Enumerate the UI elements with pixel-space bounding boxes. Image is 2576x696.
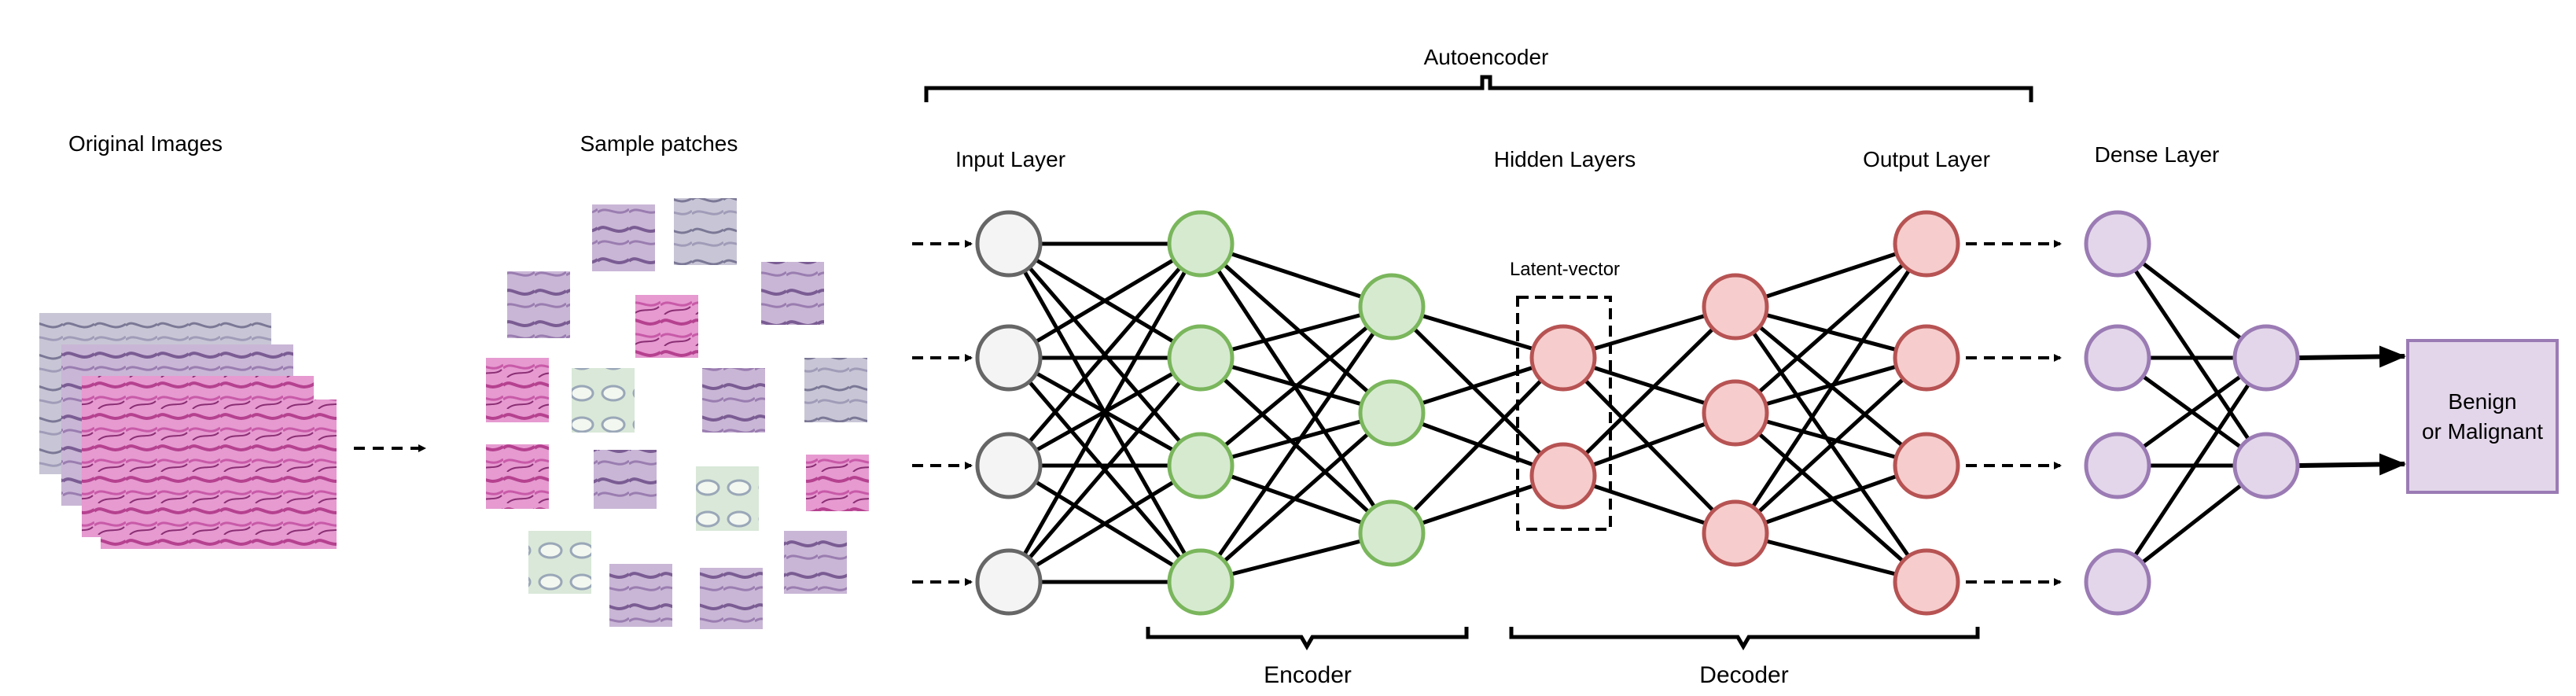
neuron-icon [1167,210,1235,278]
tissue-patch-icon [696,466,759,531]
neuron-icon [2084,548,2151,616]
decoder-brace [1509,627,1980,650]
tissue-patch-icon [572,368,635,433]
neuron-icon [1893,432,1960,499]
tissue-patch-icon [804,358,867,422]
connection-line [1007,242,1202,467]
tissue-image-icon [39,313,337,549]
connection-line [1007,356,1202,584]
hidden-layers-label: Hidden Layers [1494,147,1636,171]
connection-line [2115,356,2269,584]
neuron-icon [2232,432,2300,499]
connection-line [1562,305,1737,477]
tissue-patch-icon [635,295,698,358]
result-arrow [2298,345,2406,368]
connection-line [1007,463,1202,584]
autoencoder-brace [924,75,2033,102]
tissue-patch-icon [806,455,869,511]
tissue-patch-icon [507,271,570,338]
neuron-icon [1167,324,1235,392]
original-images-label: Original Images [68,131,223,156]
network-nodes [975,210,2300,616]
connection-line [1734,242,1928,414]
autoencoder-label: Autoencoder [1424,45,1549,69]
connection-line [2115,242,2269,467]
connection-line [1199,411,1393,584]
connection-line [1735,241,1927,309]
connection-line [1735,463,1927,536]
dashed-input-output-arrows [912,240,2406,586]
encoder-label: Encoder [1264,662,1352,688]
encoder-brace [1146,627,1469,650]
connection-line [1007,241,1202,360]
neuron-icon [1893,548,1960,616]
tissue-patch-icon [674,198,737,265]
neuron-icon [1358,379,1426,447]
connection-line [1199,305,1393,467]
neuron-icon [975,432,1043,499]
result-arrow [2298,453,2406,476]
neuron-icon [1702,273,1769,341]
neuron-icon [1893,210,1960,278]
sample-patches-cluster [486,198,869,629]
tissue-patch-icon [528,531,591,594]
neuron-icon [975,324,1043,392]
neuron-icon [1167,548,1235,616]
latent-vector-box [1516,296,1612,531]
network-connections [1006,241,2269,584]
classification-result-box [2406,339,2559,494]
connection-line [1200,241,1393,309]
connection-line [1733,242,1929,535]
connection-line [1390,356,1565,535]
dense-layer-label: Dense Layer [2095,142,2220,167]
result-label-line2: or Malignant [2422,419,2543,444]
neuron-icon [1529,324,1597,392]
neuron-icon [2084,432,2151,499]
connection-line [1198,305,1394,584]
latent-vector-label: Latent-vector [1510,259,1620,280]
tissue-patch-icon [700,568,763,629]
input-layer-label: Input Layer [955,147,1065,171]
neuron-icon [2084,210,2151,278]
connection-line [1390,305,1565,477]
tissue-patch-icon [784,531,847,594]
neuron-icon [2084,324,2151,392]
tissue-patch-icon [486,444,549,509]
tissue-patch-icon [486,358,549,422]
neuron-icon [1702,379,1769,447]
tissue-patch-icon [702,368,765,433]
connection-line [1734,356,1928,535]
neuron-icon [1167,432,1235,499]
neuron-icon [1702,499,1769,567]
neuron-icon [975,548,1043,616]
neuron-icon [1358,499,1426,567]
decoder-label: Decoder [1699,662,1788,688]
sample-patches-label: Sample patches [580,131,738,156]
tissue-patch-icon [761,262,824,325]
neuron-icon [1358,273,1426,341]
neuron-icon [1893,324,1960,392]
result-label-line1: Benign [2448,389,2516,414]
output-layer-label: Output Layer [1863,147,1990,171]
connection-line [1006,242,1203,584]
tissue-patch-icon [594,450,657,509]
tissue-patch-icon [592,204,655,271]
tissue-patch-icon [609,564,672,627]
neuron-icon [2232,324,2300,392]
neuron-icon [1529,442,1597,510]
connection-line [1199,242,1393,414]
neuron-icon [975,210,1043,278]
